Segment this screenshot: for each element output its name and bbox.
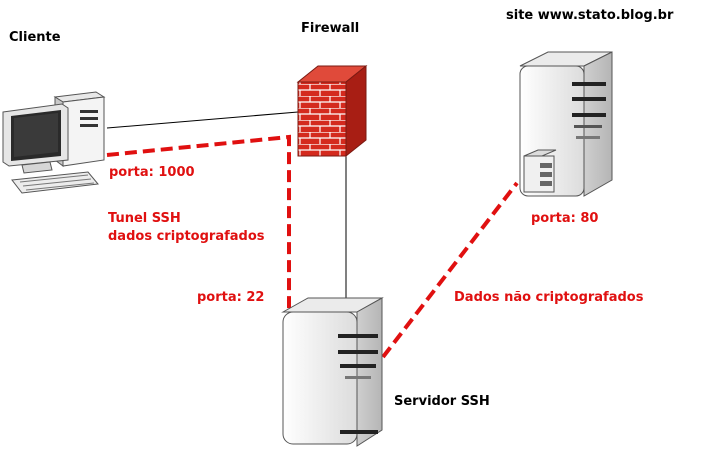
ssh-tunnel-label-line1: Tunel SSH xyxy=(108,211,181,226)
ssh-server-tower-icon xyxy=(281,297,384,447)
web-port-label: porta: 80 xyxy=(531,211,599,226)
firewall-brick-wall-icon xyxy=(296,64,368,158)
web-server-tower-icon xyxy=(519,51,613,197)
ssh-tunnel-line xyxy=(106,134,291,310)
site-credit: site www.stato.blog.br xyxy=(506,8,674,23)
client-firewall-link xyxy=(106,111,299,129)
unencrypted-data-label: Dados não criptografados xyxy=(454,290,644,305)
client-label: Cliente xyxy=(9,30,61,45)
ssh-server-label: Servidor SSH xyxy=(394,394,490,409)
client-port-label: porta: 1000 xyxy=(109,165,195,180)
firewall-label: Firewall xyxy=(301,21,360,36)
ssh-tunnel-label-line2: dados criptografados xyxy=(108,229,265,244)
desktop-computer-icon xyxy=(2,91,106,194)
unencrypted-data-line xyxy=(381,181,519,359)
ssh-port-label: porta: 22 xyxy=(197,290,265,305)
